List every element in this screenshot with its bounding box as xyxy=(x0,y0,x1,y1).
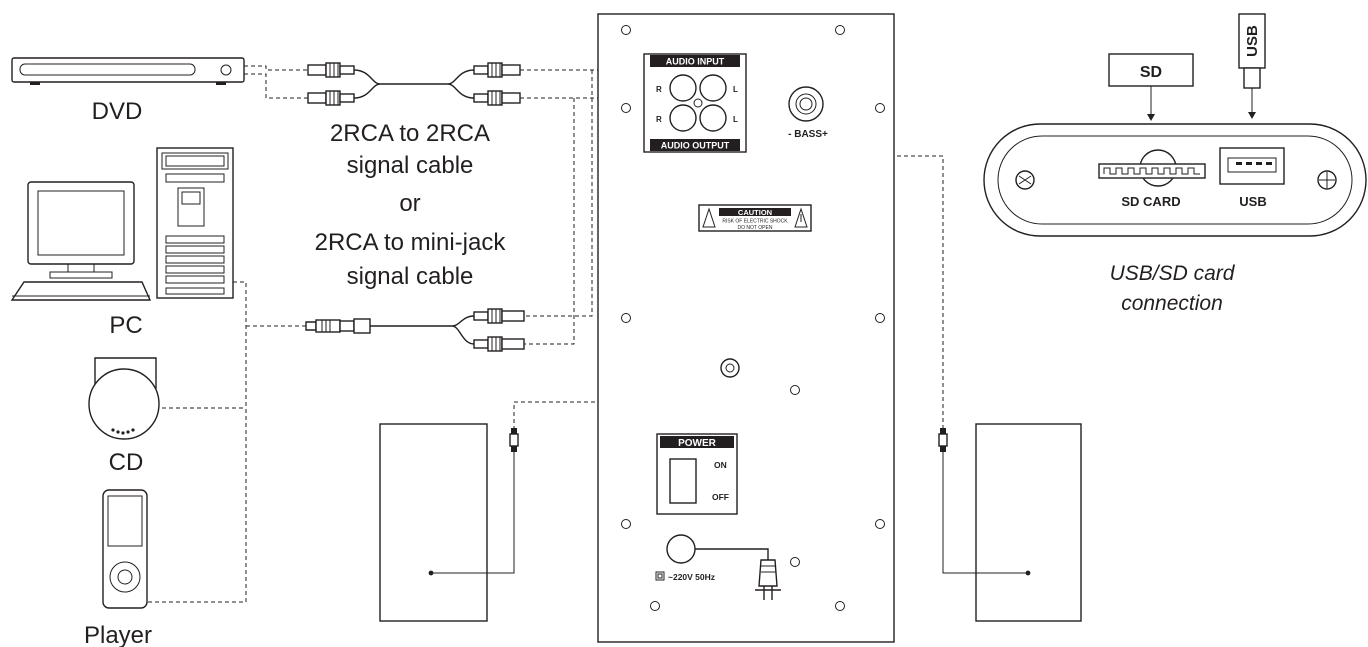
sd-card-tag: SD xyxy=(1108,53,1194,121)
power-title: POWER xyxy=(678,438,717,449)
pc-icon xyxy=(10,147,234,301)
power-switch[interactable] xyxy=(669,458,697,504)
player-label: Player xyxy=(84,622,152,647)
bass-knob[interactable] xyxy=(788,86,824,122)
input-l-label: L xyxy=(733,85,738,94)
dvd-player-icon xyxy=(11,57,245,85)
ground-terminal xyxy=(720,358,740,378)
cd-player-icon xyxy=(88,357,160,440)
usb-tag-label: USB xyxy=(1244,25,1261,57)
caution-line-2: DO NOT OPEN xyxy=(738,225,773,231)
cable-caption-line-3: or xyxy=(399,190,420,217)
right-speaker xyxy=(938,423,1082,622)
left-speaker xyxy=(379,423,519,622)
power-on-label: ON xyxy=(714,460,727,470)
audio-output-label: AUDIO OUTPUT xyxy=(661,141,730,151)
audio-input-label: AUDIO INPUT xyxy=(666,57,725,67)
input-l-jack[interactable] xyxy=(699,74,727,102)
usb-port-label: USB xyxy=(1239,194,1266,209)
cable-caption-line-4: 2RCA to mini-jack xyxy=(315,229,507,256)
input-r-label: R xyxy=(656,85,662,94)
cd-label: CD xyxy=(109,449,144,476)
output-r-label: R xyxy=(656,115,662,124)
dvd-label: DVD xyxy=(92,98,143,125)
usb-sd-caption-line-1: USB/SD card xyxy=(1110,262,1236,285)
sd-card-port-label: SD CARD xyxy=(1121,194,1180,209)
output-l-label: L xyxy=(733,115,738,124)
cable-caption-line-1: 2RCA to 2RCA xyxy=(330,120,490,147)
power-off-label: OFF xyxy=(712,492,729,502)
rca-to-rca-cable xyxy=(307,62,521,106)
output-r-jack[interactable] xyxy=(669,104,697,132)
mains-inlet xyxy=(655,534,769,581)
caution-label: CAUTION RISK OF ELECTRIC SHOCK DO NOT OP… xyxy=(698,204,812,232)
output-l-jack[interactable] xyxy=(699,104,727,132)
sd-tag-label: SD xyxy=(1140,64,1162,81)
power-switch-block: POWER ON OFF xyxy=(656,433,738,515)
usb-port[interactable] xyxy=(1219,147,1285,185)
mains-label: ~220V 50Hz xyxy=(668,572,715,582)
pc-label: PC xyxy=(109,312,142,339)
cable-caption: 2RCA to 2RCA signal cable or 2RCA to min… xyxy=(315,120,507,290)
audio-io-block: AUDIO INPUT AUDIO OUTPUT R L R L xyxy=(643,53,747,153)
minijack-to-rca-cable xyxy=(305,308,525,352)
power-plug-icon xyxy=(755,559,781,600)
cable-caption-line-2: signal cable xyxy=(347,152,474,179)
usb-sd-module xyxy=(983,123,1367,237)
caution-line-1: RISK OF ELECTRIC SHOCK xyxy=(722,219,788,225)
input-r-jack[interactable] xyxy=(669,74,697,102)
cable-caption-line-5: signal cable xyxy=(347,263,474,290)
media-player-icon xyxy=(102,489,148,609)
bass-label: - BASS+ xyxy=(788,129,828,140)
usb-stick-icon: USB xyxy=(1238,13,1266,119)
usb-sd-caption-line-2: connection xyxy=(1121,292,1223,315)
caution-title: CAUTION xyxy=(738,208,772,217)
